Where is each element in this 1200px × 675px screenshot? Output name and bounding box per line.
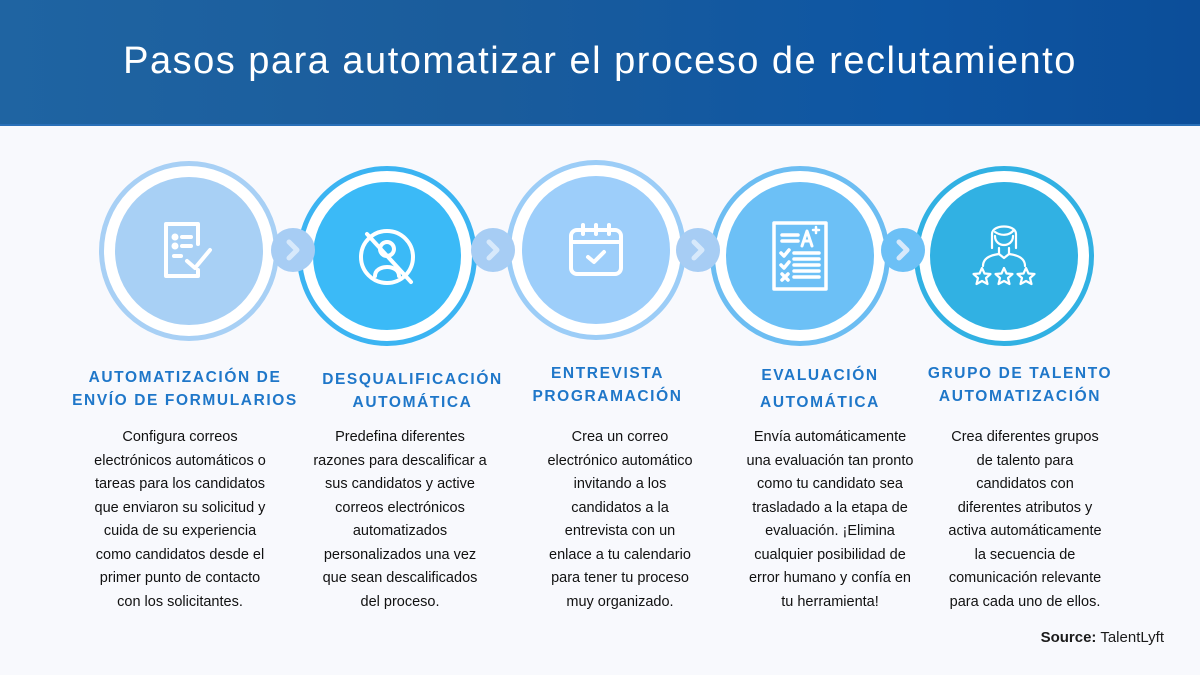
description-line: tu herramienta! [781,593,879,610]
calendar-check-icon [569,223,623,276]
step-3-description: Crea un correo electrónico automático invi… [510,426,730,614]
chevron-right-icon [286,239,300,261]
description-line: que enviaron su solicitud y [94,499,266,516]
description-line: EVALUACIÓN [761,367,879,384]
step-4-title: EVALUACIÓN AUTOMÁTICA [720,362,920,416]
description-line: como tu candidato sea [757,476,903,492]
header-banner: Pasos para automatizar el proceso de rec… [0,0,1200,126]
description-line: Envía automáticamente [753,429,907,445]
description-line: electrónico automático [547,452,693,469]
description-line: AUTOMÁTICA [352,394,473,411]
talent-rating-icon [972,225,1036,286]
description-line: con los solicitantes. [117,593,243,610]
description-line: para tener tu proceso [551,570,689,586]
step-2-title: DESQUALIFICACIÓN AUTOMÁTICA [305,368,520,414]
description-line: enlace a tu calendario [549,546,691,563]
description-line: comunicación relevante [948,570,1102,586]
step-connector-1 [271,228,315,272]
description-line: activa automáticamente [948,523,1102,539]
step-5-title: GRUPO DE TALENTO AUTOMATIZACIÓN [915,362,1125,408]
graded-test-icon [772,221,828,291]
step-1-description: Configura correos electrónicos automático… [60,426,300,614]
step-1-title: AUTOMATIZACIÓN DE ENVÍO DE FORMULARIOS [60,366,310,412]
description-line: AUTOMÁTICA [760,394,880,411]
source-credit: Source: TalentLyft [1041,629,1164,646]
description-line: Crea un correo [571,429,669,445]
description-line: error humano y confía en [748,570,911,586]
description-line: como candidatos desde el [95,546,265,563]
description-line: sus candidatos y active [325,476,475,492]
description-line: automatizados [352,523,448,539]
description-line: ENVÍO DE FORMULARIOS [72,392,298,409]
description-line: primer punto de contacto [99,570,261,586]
description-line: ENTREVISTA [550,365,665,382]
step-connector-3 [676,228,720,272]
description-line: GRUPO DE TALENTO [927,365,1113,382]
description-line: que sean descalificados [322,570,478,586]
description-line: evaluación. ¡Elimina [765,523,895,539]
description-line: invitando a los [573,476,667,492]
description-line: trasladado a la etapa de [752,499,908,516]
chevron-right-icon [896,239,910,261]
description-line: para cada uno de ellos. [949,593,1101,610]
chevron-right-icon [486,239,500,261]
description-line: diferentes atributos y [957,499,1093,516]
description-line: la secuencia de [974,546,1076,563]
description-line: DESQUALIFICACIÓN [322,371,503,388]
step-2-description: Predefina diferentes razones para descali… [290,426,510,614]
description-line: una evaluación tan pronto [746,452,914,469]
source-value: TalentLyft [1100,629,1164,646]
description-line: correos electrónicos [335,499,465,516]
description-line: AUTOMATIZACIÓN DE [88,369,282,386]
description-line: entrevista con un [564,523,676,539]
description-line: PROGRAMACIÓN [532,388,683,405]
description-line: Crea diferentes grupos [951,429,1099,445]
description-line: Configura correos [122,429,238,445]
description-line: razones para descalificar a [313,452,487,469]
step-1-circle [115,177,263,325]
description-line: candidatos a la [571,499,669,516]
step-3-circle [522,176,670,324]
description-line: de talento para [976,452,1074,469]
description-line: personalizados una vez [323,546,477,563]
description-line: AUTOMATIZACIÓN [938,388,1102,405]
step-4-description: Envía automáticamente una evaluación tan … [725,426,935,614]
step-5-description: Crea diferentes grupos de talento para can… [925,426,1125,614]
step-connector-2 [471,228,515,272]
no-user-icon [359,229,415,285]
description-line: cualquier posibilidad de [754,546,906,563]
step-5-circle [930,182,1078,330]
description-line: muy organizado. [566,593,674,610]
description-line: electrónicos automáticos o [94,452,266,469]
description-line: Predefina diferentes [335,429,465,445]
step-2-circle [313,182,461,330]
step-3-title: ENTREVISTA PROGRAMACIÓN [510,362,705,408]
page-title: Pasos para automatizar el proceso de rec… [123,40,1077,82]
description-line: candidatos con [976,476,1074,492]
step-connector-4 [881,228,925,272]
form-checklist-icon [164,222,212,278]
source-label: Source: [1040,629,1097,646]
description-line: cuida de su experiencia [103,523,257,539]
step-4-circle [726,182,874,330]
chevron-right-icon [691,239,705,261]
description-line: del proceso. [360,593,440,610]
description-line: tareas para los candidatos [94,476,266,492]
